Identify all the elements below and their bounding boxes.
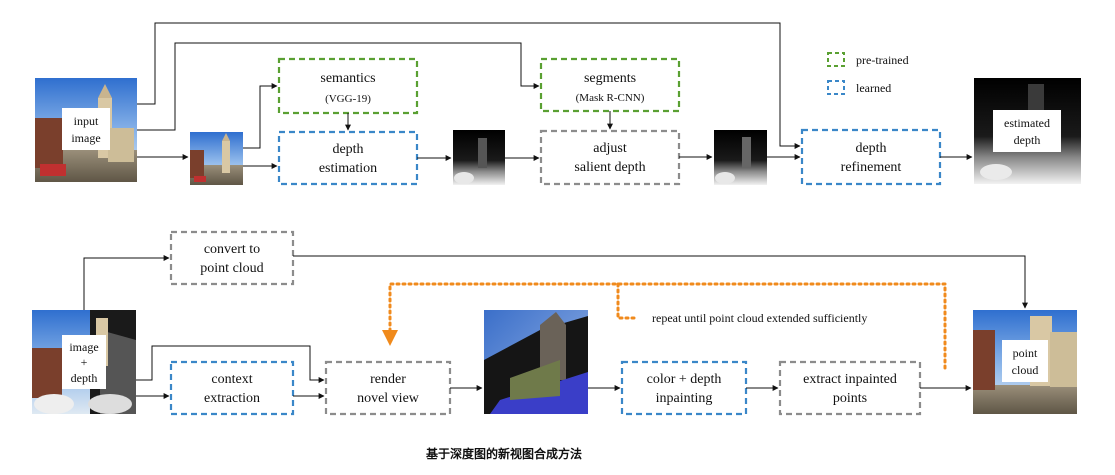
legend-learned-label: learned bbox=[856, 81, 891, 95]
repeat-loop-arrow bbox=[388, 282, 947, 370]
small-image-thumbnail bbox=[190, 132, 243, 185]
image-depth-label-line2: + bbox=[81, 355, 88, 369]
estimated-depth-label-line2: depth bbox=[1014, 133, 1041, 147]
segments-box bbox=[539, 57, 681, 113]
point-cloud-label-line2: cloud bbox=[1012, 363, 1039, 377]
adjust-salient-depth-line2: salient depth bbox=[574, 160, 645, 175]
arrow-thumb-to-semantics bbox=[243, 83, 278, 149]
adjust-salient-depth-box bbox=[539, 129, 681, 186]
depth-refinement-line1: depth bbox=[855, 141, 886, 156]
bottom-row-arrows bbox=[83, 255, 1028, 399]
point-cloud-label-line1: point bbox=[1013, 346, 1038, 360]
depth-estimation-line2: estimation bbox=[319, 161, 377, 176]
render-novel-view-line1: render bbox=[370, 372, 406, 387]
image-depth-label-line3: depth bbox=[71, 371, 98, 385]
input-image-label-line2: image bbox=[71, 131, 100, 145]
color-depth-inpainting-line1: color + depth bbox=[647, 372, 722, 387]
depth-refinement-line2: refinement bbox=[841, 160, 902, 175]
novel-view-image bbox=[484, 310, 588, 414]
depth-estimation-box bbox=[277, 130, 419, 186]
adjust-salient-depth-line1: adjust bbox=[593, 141, 627, 156]
repeat-loop-note-connector bbox=[616, 282, 638, 320]
arrow-input-to-segments bbox=[137, 42, 540, 131]
render-novel-view-line2: novel view bbox=[357, 391, 420, 406]
depth-estimation-line1: depth bbox=[332, 142, 363, 157]
legend-pretrained-swatch bbox=[827, 52, 845, 67]
depth-map-thumbnail-1 bbox=[453, 130, 505, 185]
context-extraction-box bbox=[169, 360, 295, 416]
extract-inpainted-points-box bbox=[778, 360, 922, 416]
image-depth-label-line1: image bbox=[69, 340, 98, 354]
context-extraction-line1: context bbox=[211, 372, 252, 387]
convert-point-cloud-line1: convert to bbox=[204, 242, 260, 257]
color-depth-inpainting-box bbox=[620, 360, 748, 416]
arrow-imagedepth-to-convert bbox=[83, 255, 170, 310]
repeat-loop-path bbox=[388, 282, 947, 370]
extract-inpainted-points-line1: extract inpainted bbox=[803, 372, 897, 387]
legend-pretrained-label: pre-trained bbox=[856, 53, 909, 67]
extract-inpainted-points-line2: points bbox=[833, 391, 867, 406]
segments-title: segments bbox=[584, 71, 636, 86]
context-extraction-line2: extraction bbox=[204, 391, 260, 406]
semantics-subtitle: (VGG-19) bbox=[325, 93, 371, 105]
repeat-loop-arrowhead bbox=[382, 330, 398, 346]
convert-point-cloud-line2: point cloud bbox=[200, 261, 263, 276]
depth-map-thumbnail-2 bbox=[714, 130, 767, 185]
point-cloud-label-box bbox=[1002, 340, 1048, 382]
repeat-note: repeat until point cloud extended suffic… bbox=[652, 311, 867, 325]
arrow-imagedepth-to-render bbox=[136, 345, 325, 383]
top-row-arrows bbox=[137, 22, 973, 169]
input-image-label-box bbox=[62, 108, 110, 150]
legend-learned-swatch bbox=[827, 80, 845, 95]
estimated-depth-label-line1: estimated bbox=[1004, 116, 1050, 130]
arrow-convert-to-pointcloud bbox=[293, 255, 1028, 309]
depth-refinement-box bbox=[800, 128, 942, 186]
color-depth-inpainting-line2: inpainting bbox=[656, 391, 713, 406]
segments-subtitle: (Mask R-CNN) bbox=[576, 92, 645, 104]
arrow-input-to-refinement bbox=[137, 22, 801, 149]
input-image-label-line1: input bbox=[74, 114, 99, 128]
convert-point-cloud-box bbox=[169, 230, 295, 286]
semantics-title: semantics bbox=[320, 71, 375, 86]
figure-caption: 基于深度图的新视图合成方法 bbox=[425, 446, 582, 461]
image-depth-label-box bbox=[62, 335, 106, 389]
estimated-depth-label-box bbox=[993, 110, 1061, 152]
render-novel-view-box bbox=[324, 360, 452, 416]
